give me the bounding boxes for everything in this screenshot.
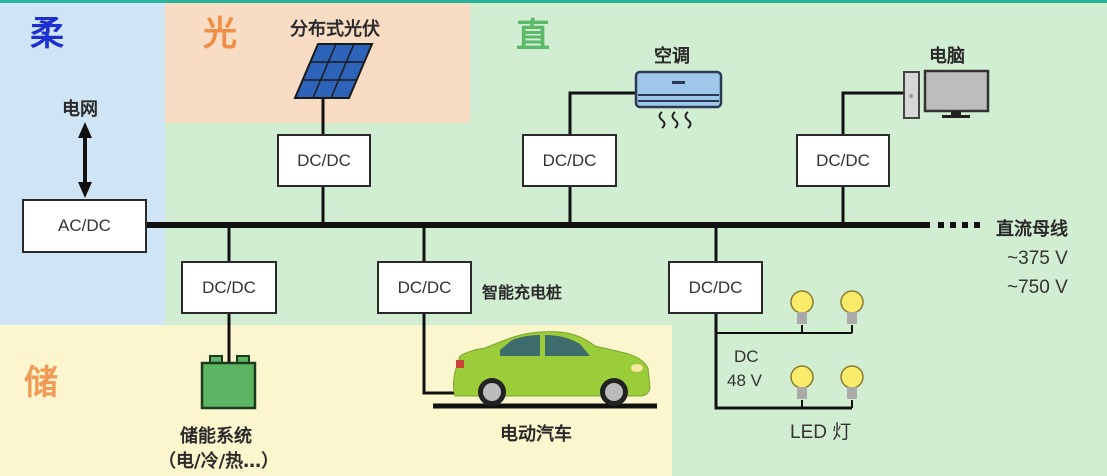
- computer-label: 电脑: [929, 46, 965, 67]
- led-bulb-icon: [840, 365, 864, 399]
- led-bulb-icon: [790, 365, 814, 399]
- region-storage-title: 储: [24, 363, 58, 403]
- region-flexible-title: 柔: [30, 14, 64, 54]
- airflow-icon: [658, 111, 692, 129]
- solar-label: 分布式光伏: [290, 19, 380, 40]
- led-dc-dc-converter: DC/DC: [668, 261, 763, 314]
- air-conditioner-icon: [634, 70, 723, 129]
- computer-dc-dc-converter: DC/DC: [796, 134, 890, 187]
- grid-bidirectional-arrow-icon: [78, 122, 92, 198]
- charger-wire: [422, 312, 456, 395]
- storage-dc-dc-converter: DC/DC: [181, 261, 277, 314]
- led-voltage-line2: 48 V: [727, 371, 762, 390]
- dc-bus-dots: [938, 222, 980, 228]
- dc-bus-voltage-2: ~750 V: [1007, 277, 1068, 298]
- computer-wire: [841, 91, 906, 135]
- region-solar-title: 光: [203, 14, 237, 54]
- region-flexible: [0, 3, 165, 325]
- solar-dc-dc-converter: DC/DC: [277, 134, 371, 187]
- air-conditioner-label: 空调: [654, 46, 690, 67]
- computer-icon: [903, 69, 990, 119]
- ac-dc-dc-converter: DC/DC: [522, 134, 617, 187]
- top-border: [0, 0, 1107, 3]
- storage-label: 储能系统: [180, 426, 252, 447]
- battery-icon: [200, 355, 257, 410]
- dc-bus-label: 直流母线: [996, 219, 1068, 240]
- led-label: LED 灯: [790, 422, 852, 443]
- led-bulb-icon: [840, 290, 864, 324]
- solar-panel-icon: [293, 43, 374, 99]
- vehicle-label: 电动汽车: [500, 424, 572, 445]
- electric-car-icon: [453, 331, 651, 406]
- grid-label: 电网: [62, 99, 98, 120]
- ac-dc-converter: AC/DC: [22, 199, 147, 253]
- region-dc-title: 直: [516, 16, 550, 56]
- dc-bus-voltage-1: ~375 V: [1007, 248, 1068, 269]
- led-wire-trunk: [714, 312, 852, 410]
- led-bulb-icon: [790, 290, 814, 324]
- ac-wire: [568, 91, 636, 135]
- charger-label: 智能充电桩: [482, 283, 563, 302]
- storage-sublabel: （电/冷/热…）: [158, 451, 280, 472]
- led-voltage-line1: DC: [734, 347, 759, 366]
- charger-dc-dc-converter: DC/DC: [377, 261, 472, 314]
